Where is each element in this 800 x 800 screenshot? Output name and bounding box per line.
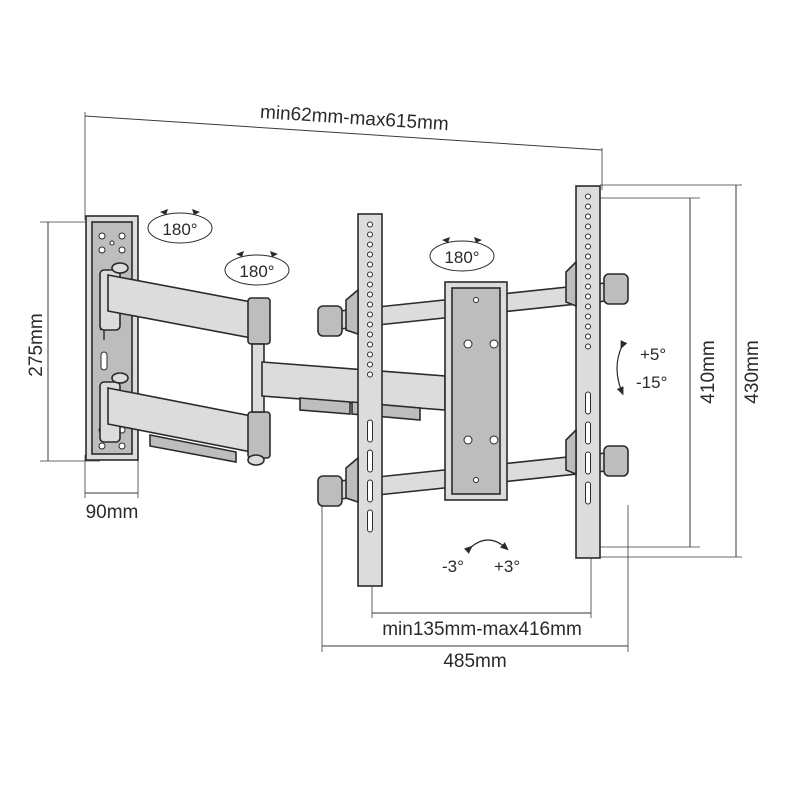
- left-height-label: 275mm: [26, 313, 47, 376]
- left-height-dimension: 275mm: [26, 221, 100, 462]
- level-indicator: -3° +3°: [442, 539, 520, 576]
- bracket-hole: [367, 371, 373, 378]
- level-right-label: +3°: [494, 557, 520, 576]
- bracket-hole: [367, 311, 373, 318]
- second-arm: [261, 361, 446, 421]
- bracket-slot: [367, 449, 373, 473]
- tilt-up-label: +5°: [640, 345, 666, 364]
- bracket-hole: [585, 333, 591, 340]
- bracket-hole: [367, 281, 373, 288]
- bracket-hole: [585, 283, 591, 290]
- bracket-hole: [367, 331, 373, 338]
- bracket-hole: [585, 293, 591, 300]
- bracket-hole: [585, 223, 591, 230]
- vesa-height-dimension: 410mm: [600, 197, 719, 548]
- bracket-hole: [367, 301, 373, 308]
- rotation-label-arm: 180°: [239, 262, 274, 281]
- wall-arm-lower: [99, 372, 271, 466]
- bracket-hole: [585, 193, 591, 200]
- overall-height-label: 430mm: [742, 340, 763, 403]
- bracket-hole: [367, 221, 373, 228]
- bracket-hole: [585, 343, 591, 350]
- level-left-label: -3°: [442, 557, 464, 576]
- rotation-badge-arm: 180°: [224, 251, 290, 286]
- bracket-hole: [585, 243, 591, 250]
- head-plate: [444, 281, 508, 501]
- bracket-hole: [367, 261, 373, 268]
- overall-width-label: 485mm: [443, 651, 506, 672]
- wall-plate-depth-dimension: 90mm: [84, 455, 139, 523]
- bracket-hole: [367, 251, 373, 258]
- bracket-hole: [585, 323, 591, 330]
- bracket-hole: [367, 241, 373, 248]
- bracket-hole: [585, 263, 591, 270]
- tilt-indicator: +5° -15°: [616, 340, 667, 396]
- bracket-slot: [585, 481, 591, 505]
- overall-height-dimension: 430mm: [600, 184, 763, 558]
- bracket-slot: [585, 421, 591, 445]
- bracket-hole: [367, 341, 373, 348]
- bracket-hole: [585, 253, 591, 260]
- bracket-hole: [367, 361, 373, 368]
- bracket-hole: [585, 273, 591, 280]
- bracket-slot: [367, 509, 373, 533]
- bracket-hole: [367, 271, 373, 278]
- bracket-hole: [585, 303, 591, 310]
- wall-plate-depth-label: 90mm: [86, 502, 139, 523]
- rotation-label-wall: 180°: [162, 220, 197, 239]
- top-width-label: min62mm-max615mm: [259, 102, 449, 135]
- bracket-hole: [585, 313, 591, 320]
- vesa-width-label: min135mm-max416mm: [382, 619, 582, 640]
- wall-arm-upper: [99, 262, 271, 345]
- top-width-dimension: min62mm-max615mm: [84, 102, 603, 220]
- tilt-down-label: -15°: [636, 373, 667, 392]
- rotation-badge-wall: 180°: [147, 209, 213, 244]
- rotation-label-head: 180°: [444, 248, 479, 267]
- vesa-height-label: 410mm: [698, 340, 719, 403]
- rotation-badge-head: 180°: [429, 237, 495, 272]
- bracket-slot: [585, 391, 591, 415]
- vesa-bracket-right: [565, 185, 601, 559]
- bracket-hole: [585, 233, 591, 240]
- vesa-width-dimension: min135mm-max416mm: [371, 555, 592, 640]
- bracket-hole: [585, 203, 591, 210]
- bracket-hole: [367, 291, 373, 298]
- vesa-bracket-left: [345, 213, 383, 587]
- bracket-slot: [367, 419, 373, 443]
- bracket-hole: [367, 351, 373, 358]
- bracket-slot: [585, 451, 591, 475]
- bracket-slot: [367, 479, 373, 503]
- bracket-hole: [367, 231, 373, 238]
- bracket-hole: [367, 321, 373, 328]
- bracket-hole: [585, 213, 591, 220]
- overall-width-dimension: 485mm: [321, 505, 629, 672]
